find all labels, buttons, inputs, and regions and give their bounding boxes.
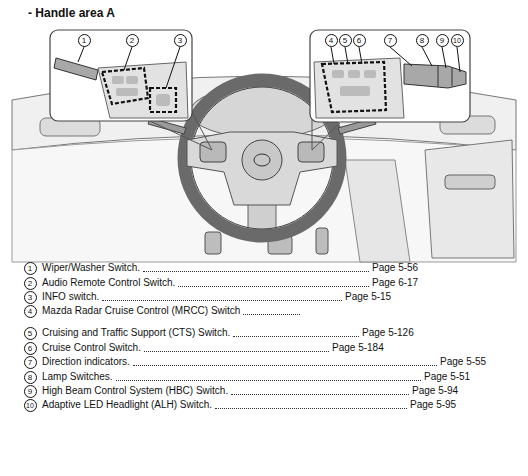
button <box>112 76 124 84</box>
page-reference: Page 5-51 <box>424 371 470 383</box>
page-reference: Page 5-94 <box>412 385 458 397</box>
switch-outline <box>322 62 386 112</box>
dot-leader <box>243 314 300 315</box>
callout-number: 8 <box>416 34 429 47</box>
button <box>348 70 360 78</box>
page-reference: Page 6-17 <box>372 277 418 289</box>
switch-outline <box>150 88 176 112</box>
button <box>332 70 344 78</box>
callout-number: 7 <box>384 34 397 47</box>
button <box>116 88 138 96</box>
item-number: 9 <box>24 385 37 398</box>
button <box>340 86 370 96</box>
page-reference: Page 5-56 <box>372 262 418 274</box>
item-number: 5 <box>24 327 37 340</box>
item-name: Cruising and Traffic Support (CTS) Switc… <box>42 327 230 339</box>
callout-number: 6 <box>353 34 366 47</box>
page-reference: Page 5-95 <box>410 399 456 411</box>
item-name: Adaptive LED Headlight (ALH) Switch. <box>42 399 212 411</box>
dot-leader <box>102 300 342 301</box>
spoke-detail <box>314 58 404 118</box>
dot-leader <box>116 380 421 381</box>
dot-leader <box>233 336 359 337</box>
pedal <box>316 228 328 254</box>
spoke-buttons <box>200 142 226 162</box>
button <box>156 94 170 106</box>
lamp-stalk-detail <box>404 64 466 88</box>
dot-leader <box>178 286 369 287</box>
item-name: Cruise Control Switch. <box>42 342 141 354</box>
zoom-inset <box>50 30 192 121</box>
item-name: Wiper/Washer Switch. <box>42 262 140 274</box>
page-reference: Page 5-15 <box>345 291 391 303</box>
wiper-stalk-detail <box>54 58 98 80</box>
page-reference: Page 5-184 <box>332 342 384 354</box>
dot-leader <box>143 271 369 272</box>
page-reference: Page 5-126 <box>362 327 414 339</box>
wheel-hub <box>242 140 282 180</box>
spoke-buttons <box>298 142 324 162</box>
callout-number: 10 <box>451 34 464 47</box>
item-number: 1 <box>24 262 37 275</box>
section-title: - Handle area A <box>28 6 115 20</box>
item-number: 3 <box>24 291 37 304</box>
leader-line <box>78 47 180 88</box>
item-number: 8 <box>24 371 37 384</box>
dot-leader <box>215 408 407 409</box>
callout-number: 9 <box>436 34 449 47</box>
callout-number: 2 <box>126 34 139 47</box>
item-number: 4 <box>24 305 37 318</box>
item-name: Direction indicators. <box>42 356 130 368</box>
item-number: 10 <box>24 399 37 412</box>
pedal <box>205 232 221 254</box>
window-switch <box>445 175 495 189</box>
zoom-inset <box>310 30 470 122</box>
item-name: Mazda Radar Cruise Control (MRCC) Switch <box>42 305 240 317</box>
callout-number: 5 <box>339 34 352 47</box>
button <box>364 70 376 78</box>
stalk-segment <box>438 66 452 87</box>
dot-leader <box>133 365 437 366</box>
door-panel <box>425 140 514 258</box>
dot-leader <box>144 351 329 352</box>
spoke-detail <box>98 62 188 118</box>
logo <box>254 154 270 166</box>
center-console <box>345 160 410 262</box>
callout-number: 1 <box>78 34 91 47</box>
callout-number: 4 <box>325 34 338 47</box>
item-name: High Beam Control System (HBC) Switch. <box>42 385 228 397</box>
item-name: Lamp Switches. <box>42 371 113 383</box>
button <box>126 76 138 84</box>
wheel-spokes <box>187 132 337 205</box>
leader-line <box>331 47 460 72</box>
item-name: INFO switch. <box>42 291 99 303</box>
page-reference: Page 5-55 <box>440 356 486 368</box>
item-number: 2 <box>24 277 37 290</box>
item-number: 6 <box>24 342 37 355</box>
switch-outline <box>102 68 148 104</box>
callout-number: 3 <box>174 34 187 47</box>
item-name: Audio Remote Control Switch. <box>42 277 175 289</box>
dot-leader <box>231 394 409 395</box>
item-number: 7 <box>24 356 37 369</box>
